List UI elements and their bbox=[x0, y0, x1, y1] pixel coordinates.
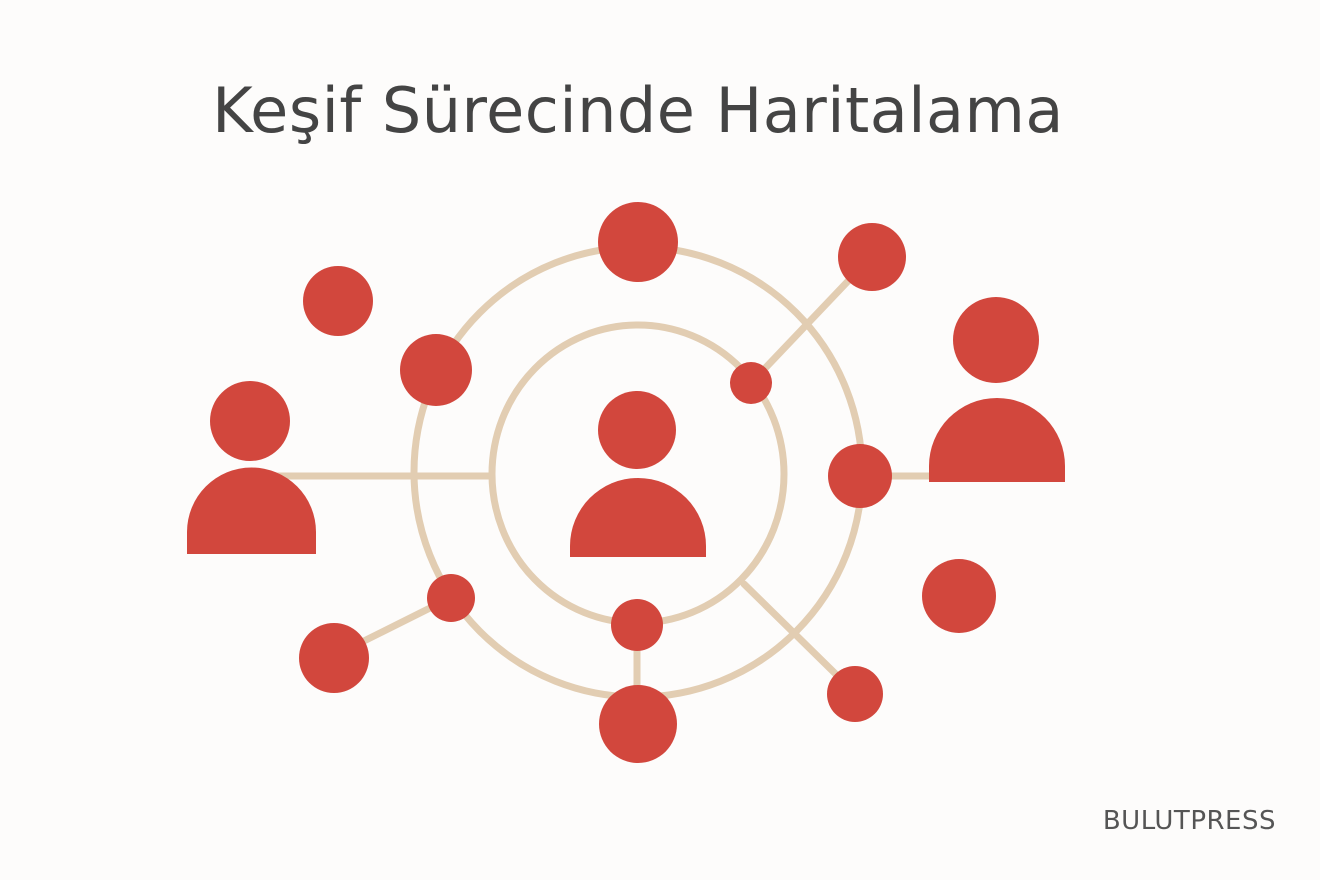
person-icon-left bbox=[187, 381, 316, 554]
node-bottomright-far bbox=[827, 666, 883, 722]
node-inner-bottom bbox=[611, 599, 663, 651]
nodes bbox=[299, 202, 996, 763]
node-top bbox=[598, 202, 678, 282]
brand-label: BULUTPRESS bbox=[1102, 806, 1276, 836]
node-topleft-far bbox=[303, 266, 373, 336]
person-icon-right bbox=[929, 297, 1065, 482]
node-bottomleft-far bbox=[299, 623, 369, 693]
node-right-ring bbox=[828, 444, 892, 508]
node-bottom bbox=[599, 685, 677, 763]
node-bottomleft-ring bbox=[427, 574, 475, 622]
node-topright-far bbox=[838, 223, 906, 291]
page-title: Keşif Sürecinde Haritalama bbox=[212, 74, 1064, 147]
node-inner-topright bbox=[730, 362, 772, 404]
person-icon-center bbox=[570, 391, 706, 557]
node-left-ring bbox=[400, 334, 472, 406]
node-right-far bbox=[922, 559, 996, 633]
